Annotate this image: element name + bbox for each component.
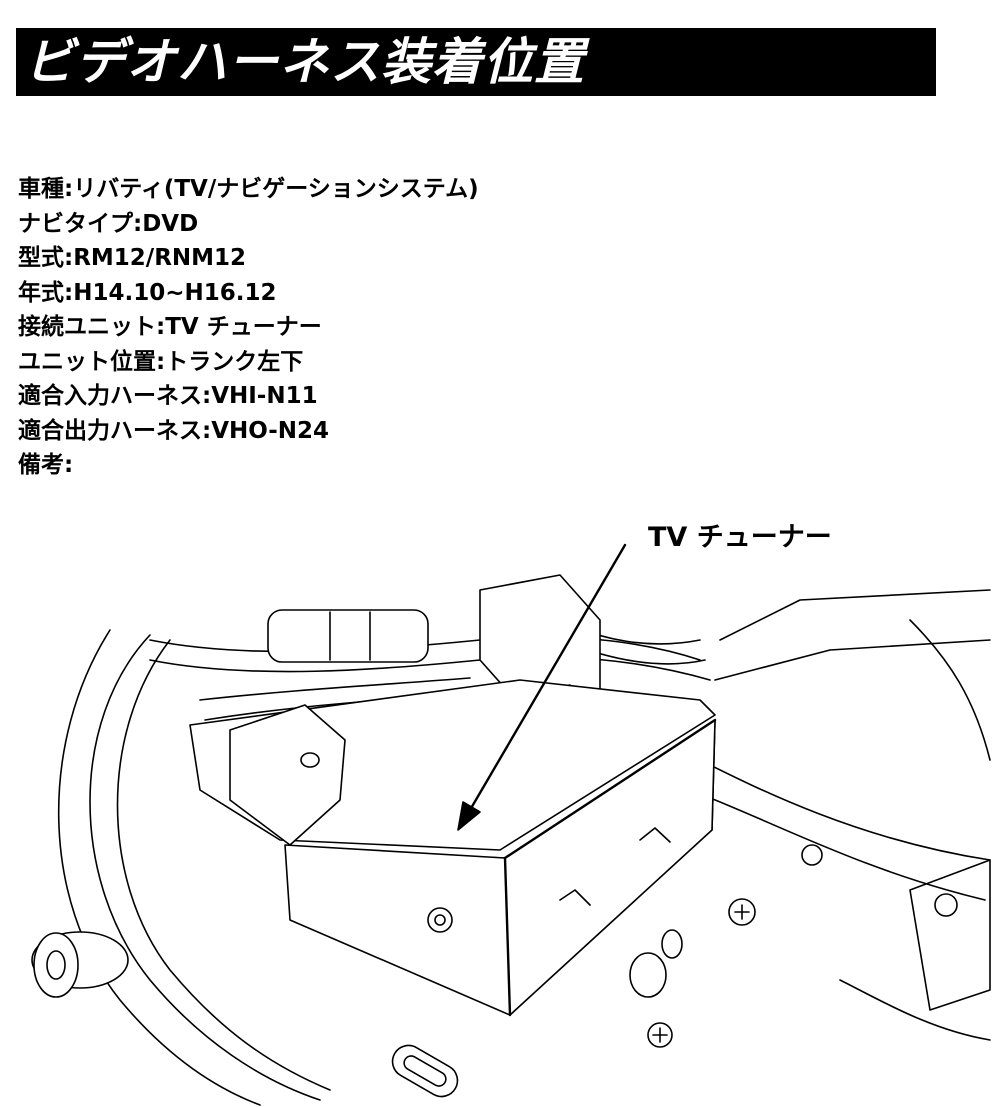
floor-hole (801, 844, 823, 866)
spec-year: 年式:H14.10~H16.12 (18, 279, 277, 306)
floor-slot (391, 1044, 459, 1098)
spec-unit: 接続ユニット:TV チューナー (18, 314, 322, 340)
spec-model: 型式:RM12/RNM12 (18, 245, 247, 271)
rubber-stop-hole (46, 950, 66, 980)
page-title: ビデオハーネス装着位置 (24, 33, 585, 91)
callout-arrow-line (468, 543, 627, 812)
bracket-hole (300, 752, 320, 768)
spec-vehicle: 車種:リバティ(TV/ナビゲーションシステム) (18, 176, 479, 202)
floor-oval-2 (661, 929, 683, 959)
tuner-notch-2 (639, 827, 671, 843)
harness-sleeve (267, 609, 429, 663)
spec-input-harness: 適合入力ハーネス:VHI-N11 (18, 383, 318, 409)
panel-right-bracket (909, 859, 991, 1011)
rubber-stop-face (33, 932, 79, 998)
panel-right-upper (719, 589, 991, 641)
spec-notes: 備考: (18, 452, 74, 478)
tuner-notch (559, 889, 591, 906)
harness-wires-2 (149, 656, 711, 681)
tuner-top-plane (284, 844, 511, 1016)
harness-wires-3 (199, 677, 471, 701)
screw-front-inner (434, 914, 446, 926)
floor-oval (629, 952, 667, 998)
panel-right-mid (714, 639, 991, 681)
screw-far-right (934, 893, 958, 917)
trunk-well-curve (57, 629, 261, 1106)
panel-right-slot (839, 979, 991, 1041)
mount-bracket (229, 704, 346, 846)
spec-output-harness: 適合出力ハーネス:VHO-N24 (18, 417, 330, 444)
tuner-edge (503, 718, 717, 860)
tuner-edge-vertical (503, 856, 512, 1017)
title-banner: ビデオハーネス装着位置 (16, 28, 936, 96)
spec-location: ユニット位置:トランク左下 (18, 348, 304, 375)
trunk-diagram (31, 543, 991, 1106)
trunk-outline (89, 634, 321, 1101)
screw-front (427, 907, 453, 933)
panel-right-edge (909, 619, 991, 761)
floor-slot-inner (403, 1055, 447, 1087)
spec-list: 車種:リバティ(TV/ナビゲーションシステム) ナビタイプ:DVD 型式:RM1… (18, 172, 479, 483)
callout-arrow-head (457, 801, 481, 831)
harness-wires-1 (149, 636, 701, 661)
spec-nav-type: ナビタイプ:DVD (18, 210, 199, 237)
panel-right-lower2 (689, 789, 986, 901)
trunk-outline-inner (116, 639, 331, 1091)
callout-label: TV チューナー (648, 522, 832, 553)
panel-right-lower (699, 759, 991, 861)
